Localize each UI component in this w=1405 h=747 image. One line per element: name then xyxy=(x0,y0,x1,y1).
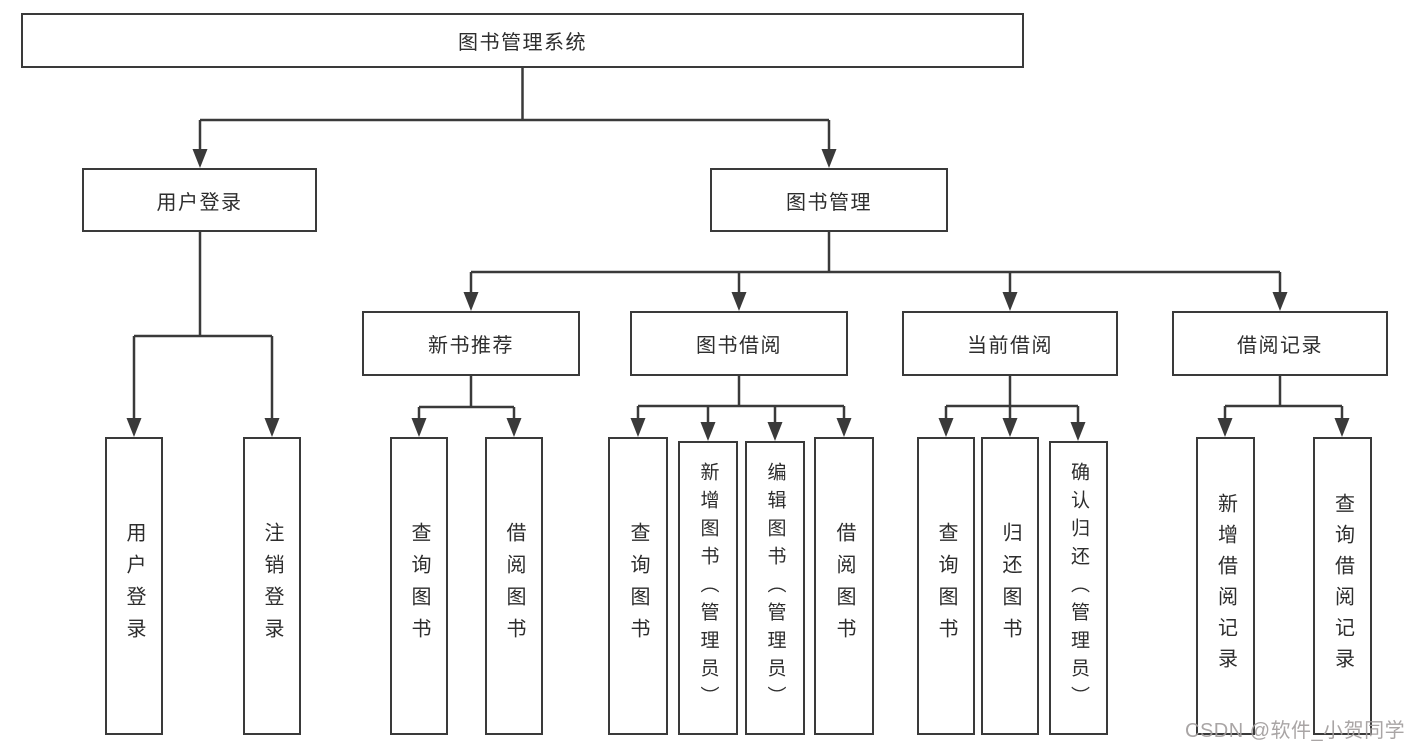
leaf-newbook-borrow-label: 借阅图书 xyxy=(503,522,525,650)
arrowhead xyxy=(192,149,208,168)
leaf-newbook-query-label: 查询图书 xyxy=(408,522,430,650)
arrowhead xyxy=(836,418,852,437)
connector-current-borrow-branch xyxy=(944,376,1080,424)
leaf-newbook-borrow: 借阅图书 xyxy=(485,437,543,735)
leaf-borrow-edit-admin: 编辑图书（管理员） xyxy=(745,441,805,735)
leaf-current-return-label: 归还图书 xyxy=(999,522,1021,650)
node-user-login-label: 用户登录 xyxy=(156,191,243,214)
leaf-current-confirm-admin-label: 确认归还（管理员） xyxy=(1068,462,1089,714)
leaf-user-login-label: 用户登录 xyxy=(123,522,145,650)
leaf-borrow-add-admin: 新增图书（管理员） xyxy=(678,441,738,735)
arrowhead xyxy=(1002,418,1018,437)
arrowhead xyxy=(411,418,427,437)
leaf-current-query-label: 查询图书 xyxy=(935,522,957,650)
arrowhead xyxy=(506,418,522,437)
node-book-management: 图书管理 xyxy=(710,168,948,232)
leaf-records-query: 查询借阅记录 xyxy=(1313,437,1372,735)
leaf-logout-label: 注销登录 xyxy=(261,522,283,650)
leaf-borrow-query: 查询图书 xyxy=(608,437,668,735)
connector-new-books-branch xyxy=(417,376,516,420)
arrowhead xyxy=(1272,292,1288,311)
arrowhead xyxy=(463,292,479,311)
arrowhead xyxy=(767,422,783,441)
node-book-borrowing: 图书借阅 xyxy=(630,311,848,376)
arrowhead xyxy=(821,149,837,168)
arrowhead xyxy=(264,418,280,437)
arrowheads xyxy=(126,149,1350,441)
arrowhead xyxy=(126,418,142,437)
leaf-newbook-query: 查询图书 xyxy=(390,437,448,735)
leaf-current-return: 归还图书 xyxy=(981,437,1039,735)
node-current-borrowing-label: 当前借阅 xyxy=(967,335,1053,357)
csdn-watermark: CSDN @软件_小贺同学 xyxy=(1185,720,1405,742)
arrowhead xyxy=(1002,292,1018,311)
leaf-records-query-label: 查询借阅记录 xyxy=(1331,493,1354,679)
leaf-borrow-edit-admin-label: 编辑图书（管理员） xyxy=(764,462,786,714)
node-user-login: 用户登录 xyxy=(82,168,317,232)
leaf-borrow-borrow-label: 借阅图书 xyxy=(833,522,855,650)
arrowhead xyxy=(731,292,747,311)
arrowhead xyxy=(938,418,954,437)
arrowhead xyxy=(1217,418,1233,437)
node-current-borrowing: 当前借阅 xyxy=(902,311,1118,376)
node-borrowing-records: 借阅记录 xyxy=(1172,311,1388,376)
connector-root-branch xyxy=(198,68,831,150)
leaf-records-add: 新增借阅记录 xyxy=(1196,437,1255,735)
leaf-records-add-label: 新增借阅记录 xyxy=(1214,493,1237,679)
connector-borrow-records-branch xyxy=(1223,376,1344,420)
leaf-borrow-borrow: 借阅图书 xyxy=(814,437,874,735)
connector-book-borrow-branch xyxy=(636,376,846,424)
connector-lines xyxy=(132,68,1344,424)
leaf-user-login: 用户登录 xyxy=(105,437,163,735)
leaf-logout: 注销登录 xyxy=(243,437,301,735)
node-book-management-label: 图书管理 xyxy=(786,191,872,214)
arrowhead xyxy=(1334,418,1350,437)
node-new-book-recommend: 新书推荐 xyxy=(362,311,580,376)
arrowhead xyxy=(1070,422,1086,441)
connector-user-login-branch xyxy=(132,232,274,420)
node-library-system-label: 图书管理系统 xyxy=(458,32,587,54)
leaf-current-query: 查询图书 xyxy=(917,437,975,735)
node-library-system: 图书管理系统 xyxy=(21,13,1024,68)
arrowhead xyxy=(700,422,716,441)
arrowhead xyxy=(630,418,646,437)
node-borrowing-records-label: 借阅记录 xyxy=(1237,335,1323,357)
connector-book-mgmt-branch xyxy=(469,232,1282,294)
node-new-book-recommend-label: 新书推荐 xyxy=(428,335,514,357)
node-book-borrowing-label: 图书借阅 xyxy=(696,335,782,357)
leaf-borrow-query-label: 查询图书 xyxy=(627,522,649,650)
leaf-current-confirm-admin: 确认归还（管理员） xyxy=(1049,441,1108,735)
leaf-borrow-add-admin-label: 新增图书（管理员） xyxy=(697,462,719,714)
